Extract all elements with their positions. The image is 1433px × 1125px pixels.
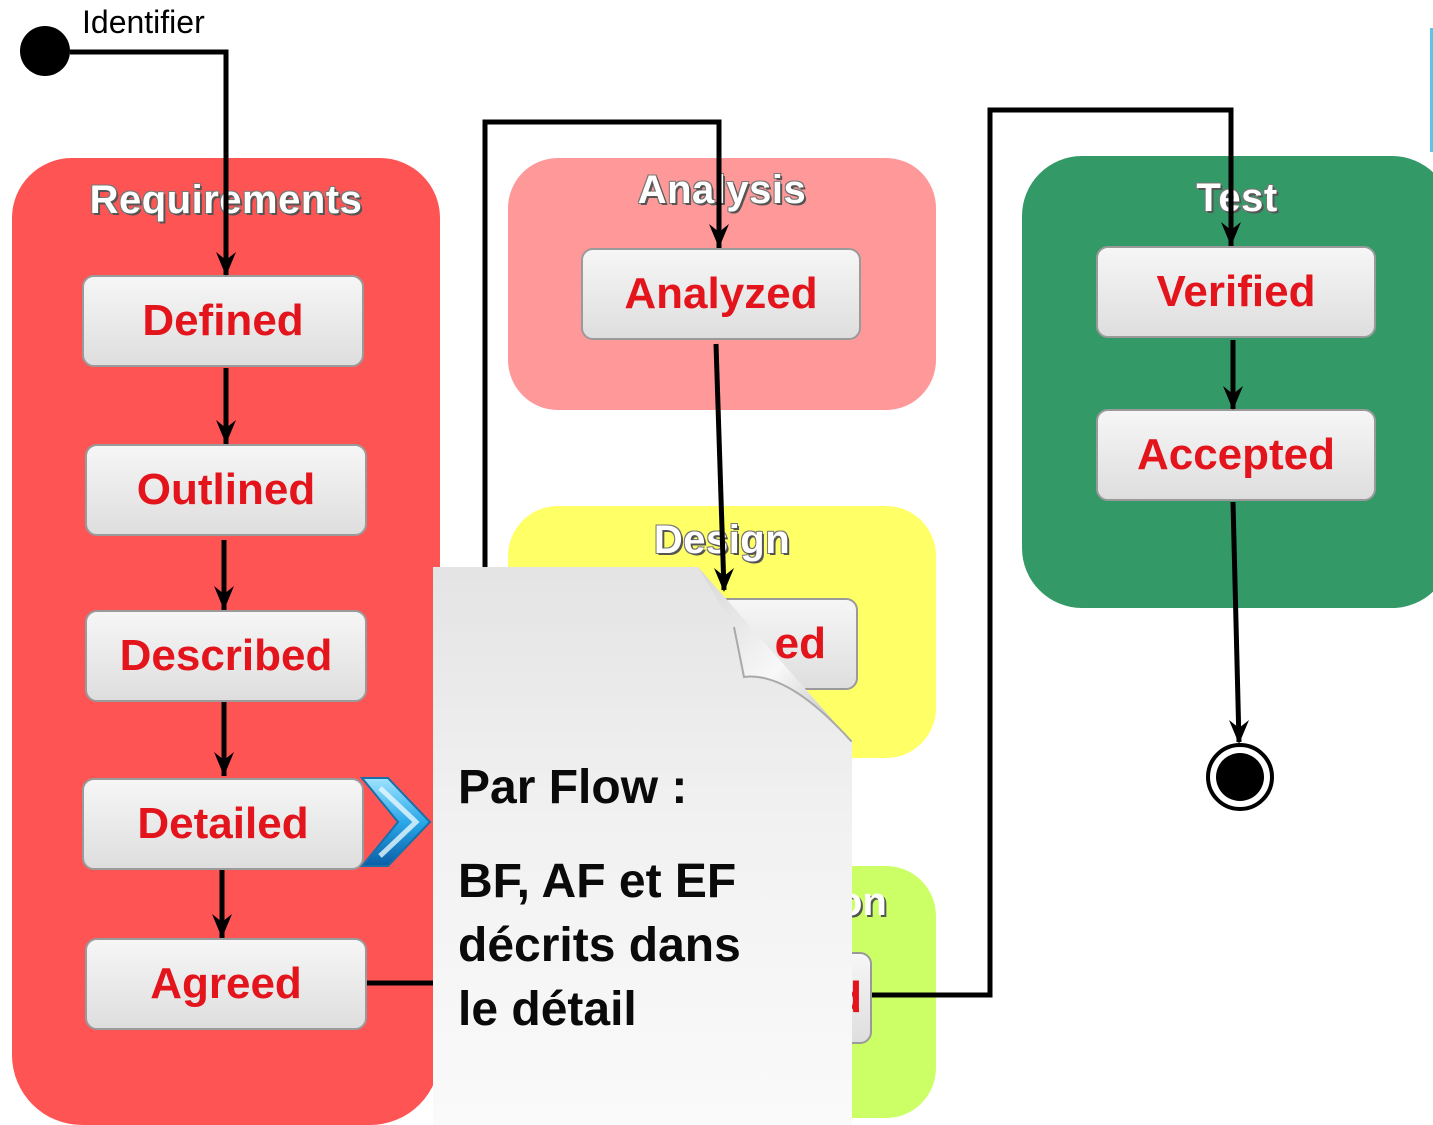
arrowhead-agreed xyxy=(212,914,232,938)
note-line-4: le détail xyxy=(458,983,637,1036)
state-outlined: Outlined xyxy=(85,444,367,536)
note-line-2: BF, AF et EF xyxy=(458,855,737,908)
phase-analysis-title: Analysis xyxy=(637,168,807,212)
arrowhead-detailed xyxy=(214,752,234,776)
state-defined: Defined xyxy=(82,275,364,367)
note-line-3: décrits dans xyxy=(458,919,741,972)
arrowhead-described xyxy=(214,586,234,610)
transition-initial-to-defined xyxy=(70,49,229,275)
arrowhead-accepted xyxy=(1223,386,1243,410)
identifier-label: Identifier xyxy=(82,4,205,40)
arrowhead-final xyxy=(1229,720,1249,744)
edge-marker xyxy=(1430,28,1433,152)
transition-analyzed-to-designed xyxy=(713,343,727,591)
arrowhead-analyzed xyxy=(709,224,729,248)
callout-arrow-icon xyxy=(359,777,432,867)
arrowhead-designed xyxy=(714,568,734,592)
arrowhead-verified xyxy=(1221,222,1241,246)
phase-test-title: Test xyxy=(1196,176,1278,220)
state-designed-label: ed xyxy=(774,619,826,668)
final-state-dot xyxy=(1216,753,1264,801)
page-curl-icon xyxy=(698,567,852,742)
transition-accepted-to-final xyxy=(1230,501,1242,743)
initial-state-dot xyxy=(20,26,70,76)
state-accepted: Accepted xyxy=(1096,409,1376,501)
state-detailed: Detailed xyxy=(82,778,364,870)
state-analyzed: Analyzed xyxy=(581,248,861,340)
arrowhead-defined xyxy=(216,252,236,276)
state-described: Described xyxy=(85,610,367,702)
note-title: Par Flow : xyxy=(458,761,688,814)
transition-implemented-to-verified xyxy=(872,107,1234,998)
state-verified: Verified xyxy=(1096,246,1376,338)
arrowhead-outlined xyxy=(216,420,236,444)
state-agreed: Agreed xyxy=(85,938,367,1030)
